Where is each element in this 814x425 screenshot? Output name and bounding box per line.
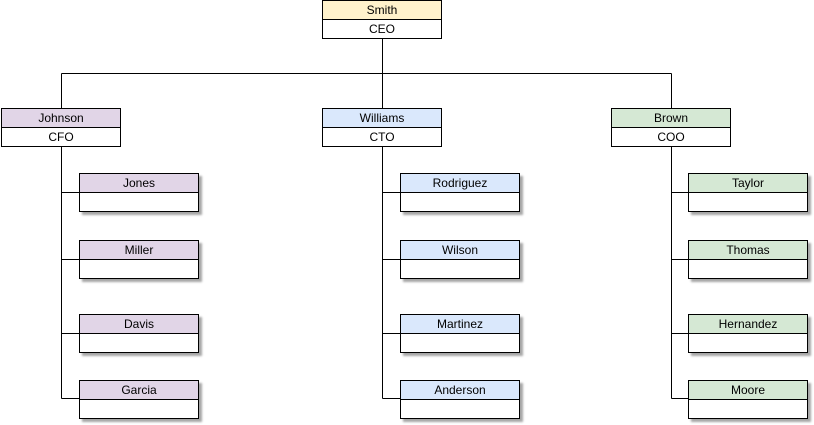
cfo-name: Johnson xyxy=(2,109,120,128)
cto-node[interactable]: Williams CTO xyxy=(322,108,442,147)
staff-node-thomas[interactable]: Thomas xyxy=(688,240,808,279)
staff-role xyxy=(689,260,807,278)
ceo-name: Smith xyxy=(323,1,441,20)
staff-role xyxy=(401,193,519,211)
staff-node-taylor[interactable]: Taylor xyxy=(688,173,808,212)
staff-name: Garcia xyxy=(80,381,198,400)
staff-role xyxy=(689,400,807,418)
staff-name: Hernandez xyxy=(689,315,807,334)
cfo-role: CFO xyxy=(48,130,74,144)
staff-role xyxy=(80,260,198,278)
staff-node-rodriguez[interactable]: Rodriguez xyxy=(400,173,520,212)
coo-node[interactable]: Brown COO xyxy=(611,108,731,147)
staff-node-hernandez[interactable]: Hernandez xyxy=(688,314,808,353)
staff-role xyxy=(689,193,807,211)
staff-role xyxy=(80,400,198,418)
cto-name: Williams xyxy=(323,109,441,128)
staff-name: Wilson xyxy=(401,241,519,260)
staff-name: Rodriguez xyxy=(401,174,519,193)
staff-role xyxy=(401,260,519,278)
staff-node-wilson[interactable]: Wilson xyxy=(400,240,520,279)
staff-node-miller[interactable]: Miller xyxy=(79,240,199,279)
staff-name: Jones xyxy=(80,174,198,193)
staff-node-jones[interactable]: Jones xyxy=(79,173,199,212)
staff-role xyxy=(401,334,519,352)
staff-name: Moore xyxy=(689,381,807,400)
coo-name: Brown xyxy=(612,109,730,128)
staff-name: Thomas xyxy=(689,241,807,260)
staff-name: Miller xyxy=(80,241,198,260)
staff-name: Martinez xyxy=(401,315,519,334)
staff-name: Taylor xyxy=(689,174,807,193)
staff-node-garcia[interactable]: Garcia xyxy=(79,380,199,419)
staff-node-martinez[interactable]: Martinez xyxy=(400,314,520,353)
staff-node-moore[interactable]: Moore xyxy=(688,380,808,419)
staff-role xyxy=(689,334,807,352)
cfo-node[interactable]: Johnson CFO xyxy=(1,108,121,147)
coo-role: COO xyxy=(657,130,685,144)
staff-role xyxy=(80,334,198,352)
ceo-node[interactable]: Smith CEO xyxy=(322,0,442,39)
staff-name: Anderson xyxy=(401,381,519,400)
ceo-role: CEO xyxy=(368,22,395,36)
cto-role: CTO xyxy=(369,130,395,144)
staff-role xyxy=(80,193,198,211)
staff-name: Davis xyxy=(80,315,198,334)
staff-node-anderson[interactable]: Anderson xyxy=(400,380,520,419)
staff-role xyxy=(401,400,519,418)
staff-node-davis[interactable]: Davis xyxy=(79,314,199,353)
